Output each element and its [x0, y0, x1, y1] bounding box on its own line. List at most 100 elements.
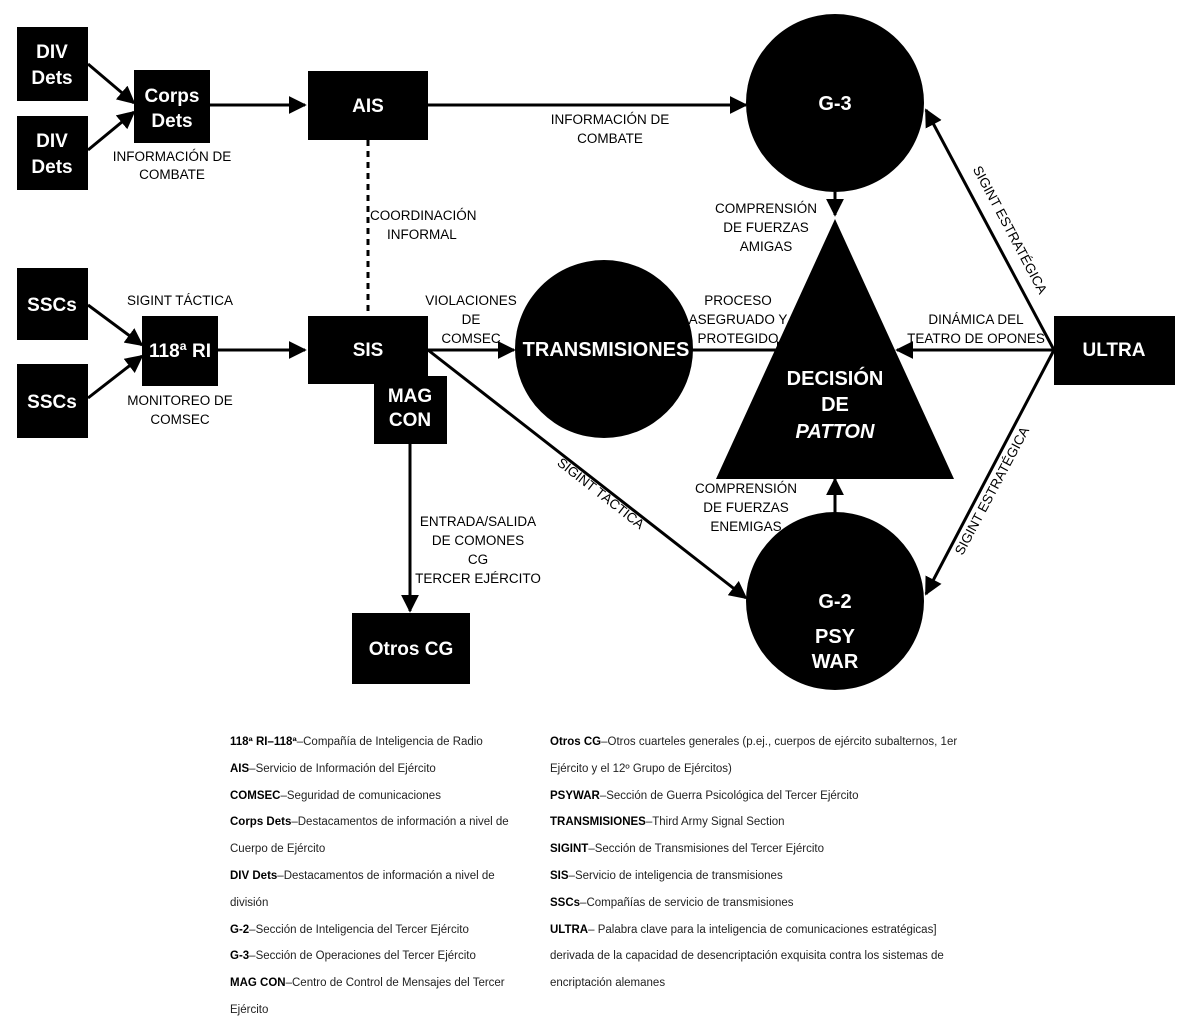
svg-text:ASEGRUADO Y: ASEGRUADO Y [689, 312, 788, 327]
svg-text:SSCs: SSCs [27, 392, 77, 413]
node-ssc-2: SSCs [17, 364, 88, 438]
legend-column-left: 118ª RI–118ª–Compañía de Inteligencia de… [230, 729, 530, 1024]
label-entrada-salida: ENTRADA/SALIDA DE COMONES CG TERCER EJÉR… [415, 514, 541, 586]
node-otros-cg: Otros CG [352, 613, 470, 684]
legend-entry: SSCs–Compañías de servicio de transmisio… [550, 896, 794, 909]
svg-text:Dets: Dets [31, 68, 72, 89]
node-decision-patton: DECISIÓN DE PATTON [716, 219, 954, 479]
svg-text:SSCs: SSCs [27, 295, 77, 316]
svg-text:DECISIÓN: DECISIÓN [787, 366, 884, 390]
node-ultra: ULTRA [1054, 316, 1175, 385]
svg-text:118ª RI: 118ª RI [149, 341, 211, 362]
svg-text:COMPRENSIÓN: COMPRENSIÓN [695, 481, 797, 496]
legend-entry: AIS–Servicio de Información del Ejército [230, 762, 436, 775]
svg-text:Dets: Dets [31, 157, 72, 178]
legend-entry: Corps Dets–Destacamentos de información … [230, 816, 509, 856]
node-g2-psywar: G-2 PSY WAR [746, 512, 924, 690]
legend-entry: PSYWAR–Sección de Guerra Psicológica del… [550, 789, 859, 802]
legend-entry: TRANSMISIONES–Third Army Signal Section [550, 816, 785, 829]
label-info-combate-top: INFORMACIÓN DE COMBATE [551, 112, 670, 146]
arrow-ssc1-to-118 [87, 303, 144, 347]
label-sigint-estrategica-bottom: SIGINT ESTRATÉGICA [952, 424, 1032, 557]
svg-text:AMIGAS: AMIGAS [740, 239, 793, 254]
node-corps-dets: Corps Dets [134, 70, 210, 143]
svg-text:G-2: G-2 [818, 591, 851, 613]
svg-text:TERCER EJÉRCITO: TERCER EJÉRCITO [415, 571, 541, 586]
label-comprension-enemigas: COMPRENSIÓN DE FUERZAS ENEMIGAS [695, 481, 797, 534]
svg-text:COMPRENSIÓN: COMPRENSIÓN [715, 201, 817, 216]
legend-entry: Otros CG–Otros cuarteles generales (p.ej… [550, 736, 958, 775]
svg-text:CON: CON [389, 410, 431, 431]
arrow-ultra-to-g3 [924, 108, 1056, 351]
svg-text:ULTRA: ULTRA [1083, 340, 1146, 361]
node-g3: G-3 [746, 14, 924, 192]
node-sis: SIS [308, 316, 428, 384]
arrow-div2-to-corps [87, 110, 136, 152]
svg-text:CG: CG [468, 552, 488, 567]
svg-text:ENEMIGAS: ENEMIGAS [710, 519, 781, 534]
label-dinamica-teatro: DINÁMICA DEL TEATRO DE OPONES [907, 312, 1045, 346]
svg-text:TRANSMISIONES: TRANSMISIONES [523, 339, 690, 361]
svg-text:PROCESO: PROCESO [704, 293, 772, 308]
svg-text:DE COMONES: DE COMONES [432, 533, 524, 548]
svg-text:MONITOREO DE: MONITOREO DE [127, 393, 233, 408]
label-coordinacion-informal: COORDINACIÓN INFORMAL [370, 208, 477, 242]
svg-text:VIOLACIONES: VIOLACIONES [425, 293, 517, 308]
svg-text:COMBATE: COMBATE [577, 131, 643, 146]
svg-text:COMSEC: COMSEC [441, 331, 501, 346]
intelligence-flow-diagram: DIV Dets DIV Dets Corps Dets AIS SSCs SS… [17, 14, 1175, 690]
svg-text:COMSEC: COMSEC [150, 412, 210, 427]
svg-text:SIS: SIS [353, 340, 384, 361]
svg-text:DE: DE [821, 394, 849, 416]
label-sigint-tactica-top: SIGINT TÁCTICA [127, 293, 233, 308]
svg-text:ENTRADA/SALIDA: ENTRADA/SALIDA [420, 514, 536, 529]
svg-text:Dets: Dets [151, 111, 192, 132]
legend-entry: COMSEC–Seguridad de comunicaciones [230, 789, 441, 802]
legend-column-right: Otros CG–Otros cuarteles generales (p.ej… [550, 729, 970, 997]
legend-entry: 118ª RI–118ª–Compañía de Inteligencia de… [230, 736, 483, 748]
svg-text:DE FUERZAS: DE FUERZAS [723, 220, 809, 235]
svg-text:WAR: WAR [812, 651, 859, 673]
connectors [87, 62, 1056, 613]
svg-text:AIS: AIS [352, 96, 384, 117]
svg-text:COMBATE: COMBATE [139, 167, 205, 182]
svg-text:DE: DE [462, 312, 481, 327]
svg-text:PATTON: PATTON [796, 421, 875, 443]
svg-text:PSY: PSY [815, 626, 856, 648]
node-ssc-1: SSCs [17, 268, 88, 340]
svg-text:INFORMACIÓN DE: INFORMACIÓN DE [113, 149, 232, 164]
arrow-ssc2-to-118 [87, 354, 144, 400]
node-ais: AIS [308, 71, 428, 140]
svg-text:DIV: DIV [36, 42, 68, 63]
legend-entry: SIGINT–Sección de Transmisiones del Terc… [550, 843, 824, 856]
label-sigint-estrategica-top: SIGINT ESTRATÉGICA [970, 163, 1050, 296]
svg-text:PROTEGIDO: PROTEGIDO [697, 331, 778, 346]
arrow-div1-to-corps [87, 62, 136, 105]
node-div-dets-2: DIV Dets [17, 116, 88, 190]
svg-text:Corps: Corps [145, 86, 200, 107]
svg-text:MAG: MAG [388, 386, 432, 407]
svg-text:DIV: DIV [36, 131, 68, 152]
label-proceso-asegurado: PROCESO ASEGRUADO Y PROTEGIDO [689, 293, 788, 346]
label-violaciones-comsec: VIOLACIONES DE COMSEC [425, 293, 517, 346]
legend-entry: MAG CON–Centro de Control de Mensajes de… [230, 977, 505, 1016]
svg-text:COORDINACIÓN: COORDINACIÓN [370, 208, 477, 223]
arrow-ultra-to-g2 [924, 349, 1056, 596]
legend-entry: SIS–Servicio de inteligencia de transmis… [550, 869, 783, 882]
label-monitoreo-comsec: MONITOREO DE COMSEC [127, 393, 233, 427]
svg-text:G-3: G-3 [818, 93, 851, 115]
svg-text:DINÁMICA DEL: DINÁMICA DEL [928, 312, 1024, 327]
node-transmisiones: TRANSMISIONES [515, 260, 693, 438]
legend: 118ª RI–118ª–Compañía de Inteligencia de… [230, 729, 990, 1016]
node-118-ri: 118ª RI [142, 316, 218, 386]
arrow-sis-to-g2 [427, 348, 748, 600]
svg-text:DE FUERZAS: DE FUERZAS [703, 500, 789, 515]
svg-text:TEATRO DE OPONES: TEATRO DE OPONES [907, 331, 1045, 346]
svg-text:Otros CG: Otros CG [369, 639, 453, 660]
node-div-dets-1: DIV Dets [17, 27, 88, 101]
legend-entry: DIV Dets–Destacamentos de información a … [230, 869, 495, 909]
label-info-combate-left: INFORMACIÓN DE COMBATE [113, 149, 232, 182]
legend-entry: ULTRA– Palabra clave para la inteligenci… [550, 923, 944, 990]
svg-text:INFORMAL: INFORMAL [387, 227, 457, 242]
svg-text:INFORMACIÓN DE: INFORMACIÓN DE [551, 112, 670, 127]
